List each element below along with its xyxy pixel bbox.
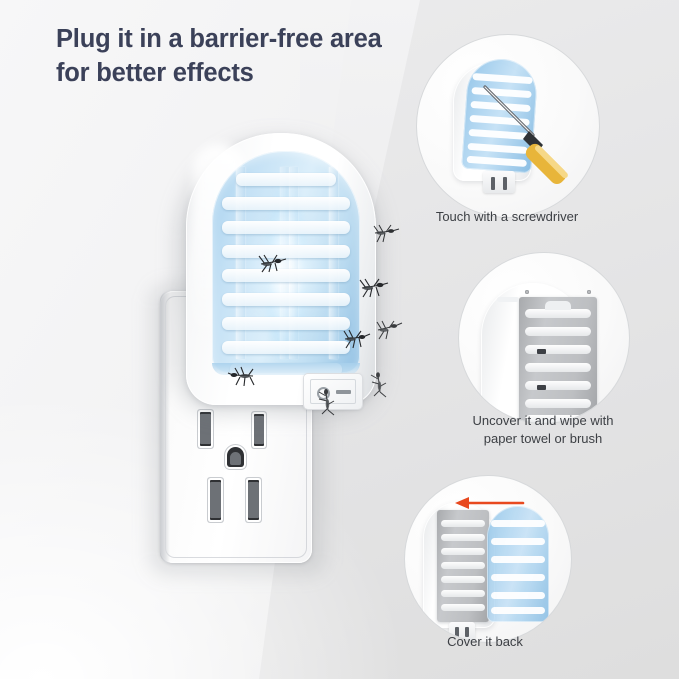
- callout-2-caption-line-2: paper towel or brush: [483, 431, 603, 446]
- headline-line-1: Plug it in a barrier-free area: [56, 25, 382, 53]
- switch-on-symbol-icon: [336, 390, 351, 394]
- outlet-socket-lower: [200, 480, 280, 525]
- mosquito: [340, 328, 372, 350]
- mosquito: [369, 370, 391, 398]
- headline-line-2: for better effects: [56, 59, 254, 87]
- cover-slat-group: [222, 167, 350, 373]
- device-cover-lip: [212, 363, 360, 375]
- callout-3-blue-cover: [487, 506, 549, 622]
- callout-3-caption: Cover it back: [395, 633, 575, 651]
- socket-ground-upper: [227, 447, 244, 467]
- callout-2-caption: Uncover it and wipe with paper towel or …: [443, 412, 643, 448]
- callout-3-plug-base: [449, 622, 475, 640]
- callout-1-caption-line-1: Touch with a screwdriver: [435, 209, 579, 224]
- callout-3-caption-line-1: Cover it back: [447, 634, 523, 649]
- callout-1-caption: Touch with a screwdriver: [407, 208, 607, 226]
- callout-1-circle: [416, 34, 600, 218]
- mosquito: [227, 365, 263, 387]
- callout-1-plug-base: [483, 171, 515, 193]
- power-switch[interactable]: [304, 374, 362, 409]
- callout-3-internal-grid: [437, 510, 489, 622]
- mosquito: [255, 252, 289, 274]
- outlet-socket-upper: [196, 412, 276, 467]
- mosquito: [374, 318, 404, 340]
- callout-2-shell-edge: [497, 297, 519, 302]
- mosquito: [371, 223, 401, 243]
- socket-slot-lower-right: [248, 480, 259, 520]
- callout-3-circle: [404, 475, 572, 643]
- socket-slot-lower-left: [210, 480, 221, 520]
- switch-off-symbol-icon: [317, 387, 330, 400]
- mosquito: [316, 386, 338, 416]
- socket-slot-upper-right: [254, 414, 264, 446]
- direction-arrow-icon: [455, 497, 525, 509]
- wall-outlet-plate-edge: [160, 291, 170, 563]
- main-device: [178, 133, 378, 413]
- callout-2-caption-line-1: Uncover it and wipe with: [472, 413, 614, 428]
- socket-slot-upper-left: [200, 412, 211, 446]
- device-blue-cover: [212, 151, 360, 373]
- callout-2-internal-grid: [519, 297, 597, 423]
- headline: Plug it in a barrier-free area for bette…: [56, 22, 416, 90]
- callout-2-circle: [458, 252, 630, 424]
- mosquito: [355, 275, 391, 299]
- screwdriver-icon: [483, 85, 568, 185]
